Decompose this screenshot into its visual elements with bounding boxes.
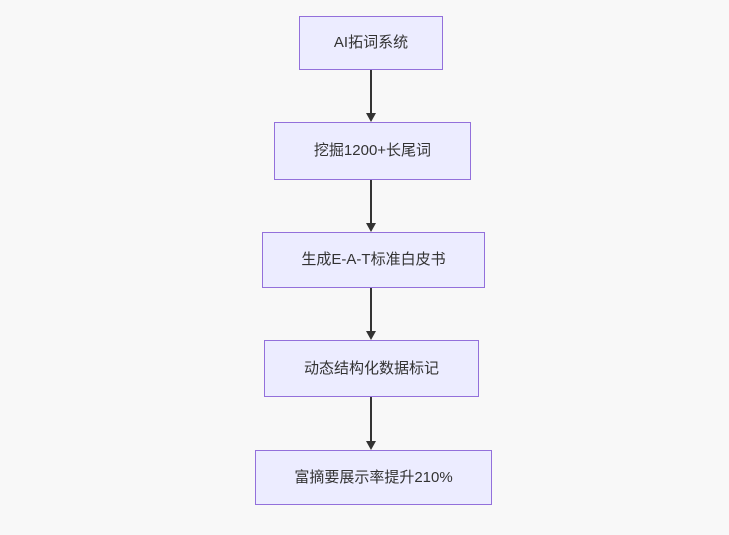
flow-node-eat-whitepaper-generation: 生成E-A-T标准白皮书: [262, 232, 485, 288]
arrow-head-down-icon: [366, 223, 376, 232]
flow-node-rich-snippet-rate-increase: 富摘要展示率提升210%: [255, 450, 492, 505]
node-label: 挖掘1200+长尾词: [313, 142, 432, 159]
arrow-head-down-icon: [366, 441, 376, 450]
flow-node-longtail-keyword-mining: 挖掘1200+长尾词: [274, 122, 471, 180]
arrow-line: [370, 70, 372, 114]
arrow-line: [370, 397, 372, 442]
node-label: 动态结构化数据标记: [303, 359, 439, 377]
flow-node-ai-word-expansion-system: AI拓词系统: [299, 16, 443, 70]
edge-arrow-4: [365, 397, 377, 450]
arrow-head-down-icon: [366, 331, 376, 340]
flow-node-dynamic-structured-data-markup: 动态结构化数据标记: [264, 340, 479, 397]
node-label: 富摘要展示率提升210%: [294, 468, 453, 486]
edge-arrow-1: [365, 70, 377, 122]
edge-arrow-3: [365, 288, 377, 340]
arrow-line: [370, 288, 372, 332]
arrow-line: [370, 180, 372, 224]
node-label: AI拓词系统: [333, 34, 409, 51]
node-label: 生成E-A-T标准白皮书: [301, 251, 446, 268]
arrow-head-down-icon: [366, 113, 376, 122]
edge-arrow-2: [365, 180, 377, 232]
